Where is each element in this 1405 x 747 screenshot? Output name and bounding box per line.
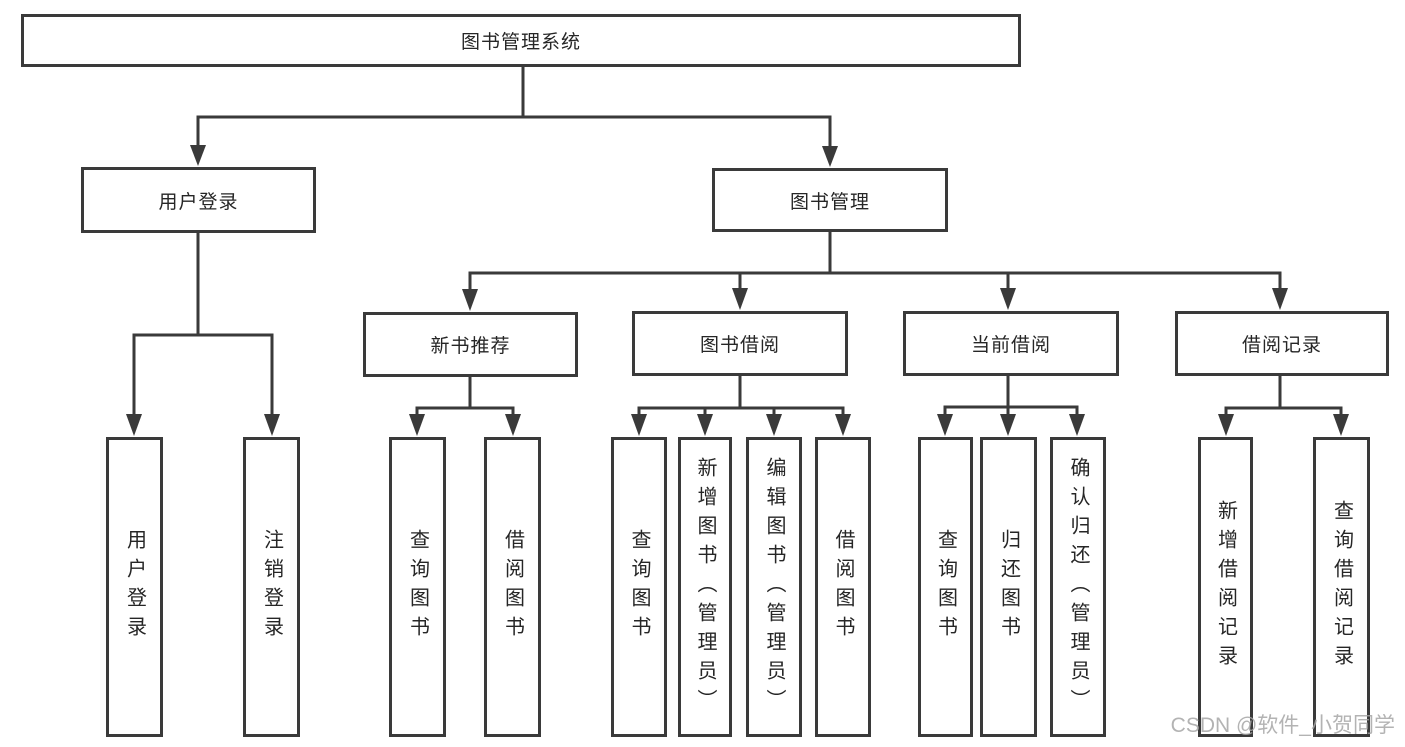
leaf-label: 确认归还（管理员） bbox=[1067, 456, 1089, 718]
leaf-label: 借阅图书 bbox=[501, 529, 524, 645]
node-book-management: 图书管理 bbox=[712, 168, 948, 232]
leaf-user-login: 用户登录 bbox=[106, 437, 163, 737]
leaf-query-books-recommend: 查询图书 bbox=[389, 437, 446, 737]
node-label: 用户登录 bbox=[158, 191, 239, 213]
leaf-label: 查询图书 bbox=[934, 529, 957, 645]
node-book-borrowing: 图书借阅 bbox=[632, 311, 848, 376]
leaf-query-books-current: 查询图书 bbox=[918, 437, 973, 737]
leaf-label: 归还图书 bbox=[997, 529, 1020, 645]
node-label: 图书管理 bbox=[789, 191, 870, 213]
leaf-confirm-return-admin: 确认归还（管理员） bbox=[1050, 437, 1106, 737]
leaf-label: 新增借阅记录 bbox=[1214, 500, 1237, 674]
leaf-return-books: 归还图书 bbox=[980, 437, 1037, 737]
node-user-login: 用户登录 bbox=[81, 167, 316, 233]
leaf-edit-books-admin: 编辑图书（管理员） bbox=[746, 437, 802, 737]
node-label: 新书推荐 bbox=[430, 336, 511, 357]
leaf-query-books-borrow: 查询图书 bbox=[611, 437, 667, 737]
leaf-add-books-admin: 新增图书（管理员） bbox=[678, 437, 732, 737]
leaf-add-borrow-record: 新增借阅记录 bbox=[1198, 437, 1253, 737]
node-borrowing-records: 借阅记录 bbox=[1175, 311, 1389, 376]
leaf-label: 查询借阅记录 bbox=[1330, 500, 1353, 674]
leaf-label: 新增图书（管理员） bbox=[694, 456, 716, 718]
leaf-label: 查询图书 bbox=[406, 529, 429, 645]
node-label: 图书借阅 bbox=[699, 335, 780, 356]
node-label: 当前借阅 bbox=[970, 335, 1051, 356]
node-library-management-system: 图书管理系统 bbox=[21, 14, 1021, 67]
leaf-label: 编辑图书（管理员） bbox=[763, 456, 785, 718]
leaf-label: 查询图书 bbox=[628, 529, 650, 645]
leaf-logout: 注销登录 bbox=[243, 437, 300, 737]
node-current-borrowing: 当前借阅 bbox=[903, 311, 1119, 376]
leaf-label: 用户登录 bbox=[123, 529, 146, 645]
leaf-borrow-books-recommend: 借阅图书 bbox=[484, 437, 541, 737]
leaf-label: 注销登录 bbox=[260, 529, 283, 645]
node-new-book-recommend: 新书推荐 bbox=[363, 312, 578, 377]
leaf-query-borrow-record: 查询借阅记录 bbox=[1313, 437, 1370, 737]
leaf-label: 借阅图书 bbox=[832, 529, 854, 645]
leaf-borrow-books: 借阅图书 bbox=[815, 437, 871, 737]
node-label: 图书管理系统 bbox=[460, 32, 581, 53]
watermark: CSDN @软件_小贺同学 bbox=[1170, 714, 1395, 737]
node-label: 借阅记录 bbox=[1241, 335, 1322, 356]
